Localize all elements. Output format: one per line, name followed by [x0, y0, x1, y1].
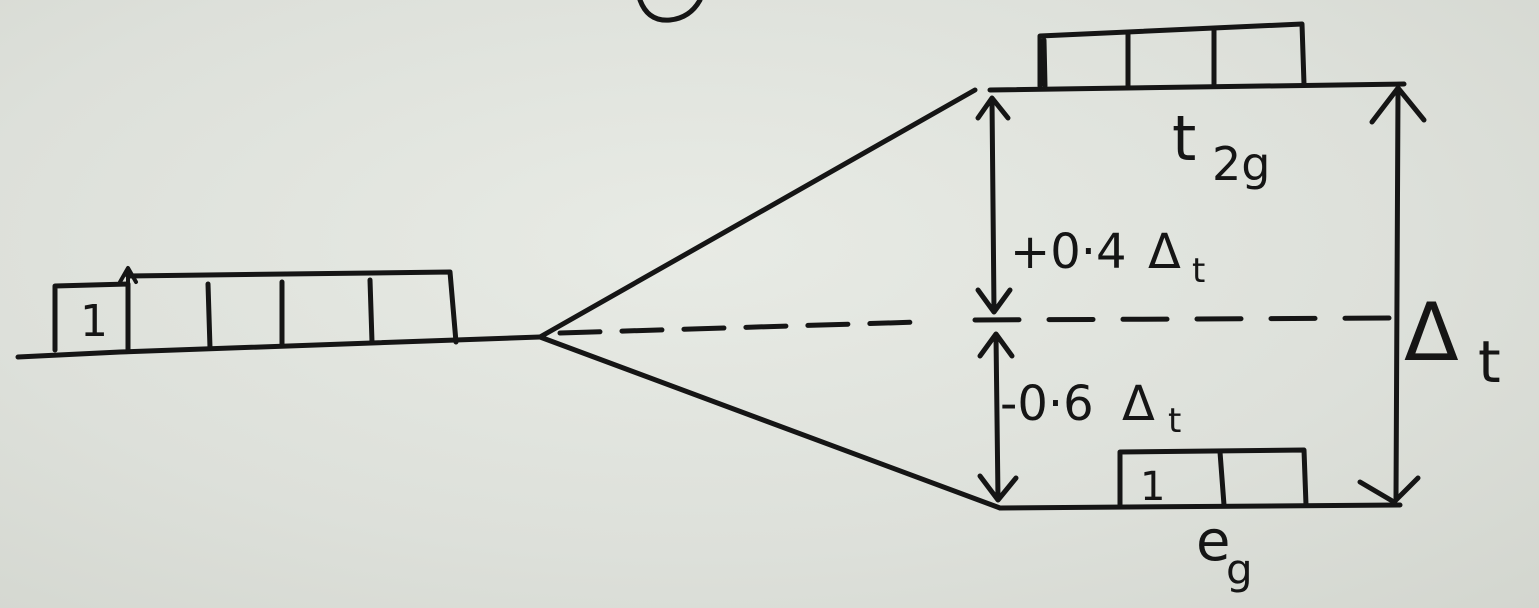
orbital-box-2: [125, 269, 459, 345]
orbital-box-divider-4: [367, 277, 375, 345]
t2g-label-subscript: 2g: [1212, 137, 1270, 191]
total-splitting-delta-sub: t: [1478, 328, 1501, 396]
upper-shift-text: +0·4: [1010, 224, 1127, 280]
eg-electron-label: 1: [1140, 464, 1165, 510]
t2g-level-line: [987, 81, 1407, 93]
split-line-lower: [537, 334, 1003, 511]
degenerate-level-line: [15, 334, 543, 360]
t2g-box-outline: [1037, 21, 1307, 89]
degenerate-level-boxes: 1: [52, 266, 459, 353]
eg-label: e: [1196, 509, 1230, 574]
split-line-upper: [537, 87, 978, 340]
lower-shift-delta-sub: t: [1168, 401, 1181, 441]
total-splitting-arrow: [1357, 85, 1427, 505]
eg-boxes: 1: [1117, 447, 1309, 510]
barycenter-dashed-line-right: [972, 315, 1403, 323]
orbital-box-divider-2: [205, 281, 213, 351]
electron-label-1: 1: [80, 296, 108, 347]
eg-box-outline: [1117, 447, 1309, 508]
upper-shift-delta: Δ: [1148, 224, 1181, 280]
t2g-label: t: [1172, 102, 1196, 175]
electron-up-arrow: [118, 266, 138, 352]
upper-shift-delta-sub: t: [1192, 251, 1205, 291]
upper-shift-arrow: [975, 95, 1013, 315]
barycenter-dashed-line: [557, 319, 923, 336]
lower-shift-text: -0·6: [1000, 376, 1094, 432]
cropped-letter-stroke: [637, 0, 703, 23]
total-splitting-delta: Δ: [1404, 286, 1459, 379]
eg-label-subscript: g: [1226, 545, 1253, 594]
eg-box-divider: [1217, 449, 1227, 508]
t2g-box-divider-1: [1041, 37, 1048, 89]
eg-level-line: [997, 502, 1403, 511]
lower-shift-arrow: [977, 331, 1019, 503]
t2g-boxes: [1037, 21, 1307, 89]
lower-shift-delta: Δ: [1122, 376, 1155, 432]
